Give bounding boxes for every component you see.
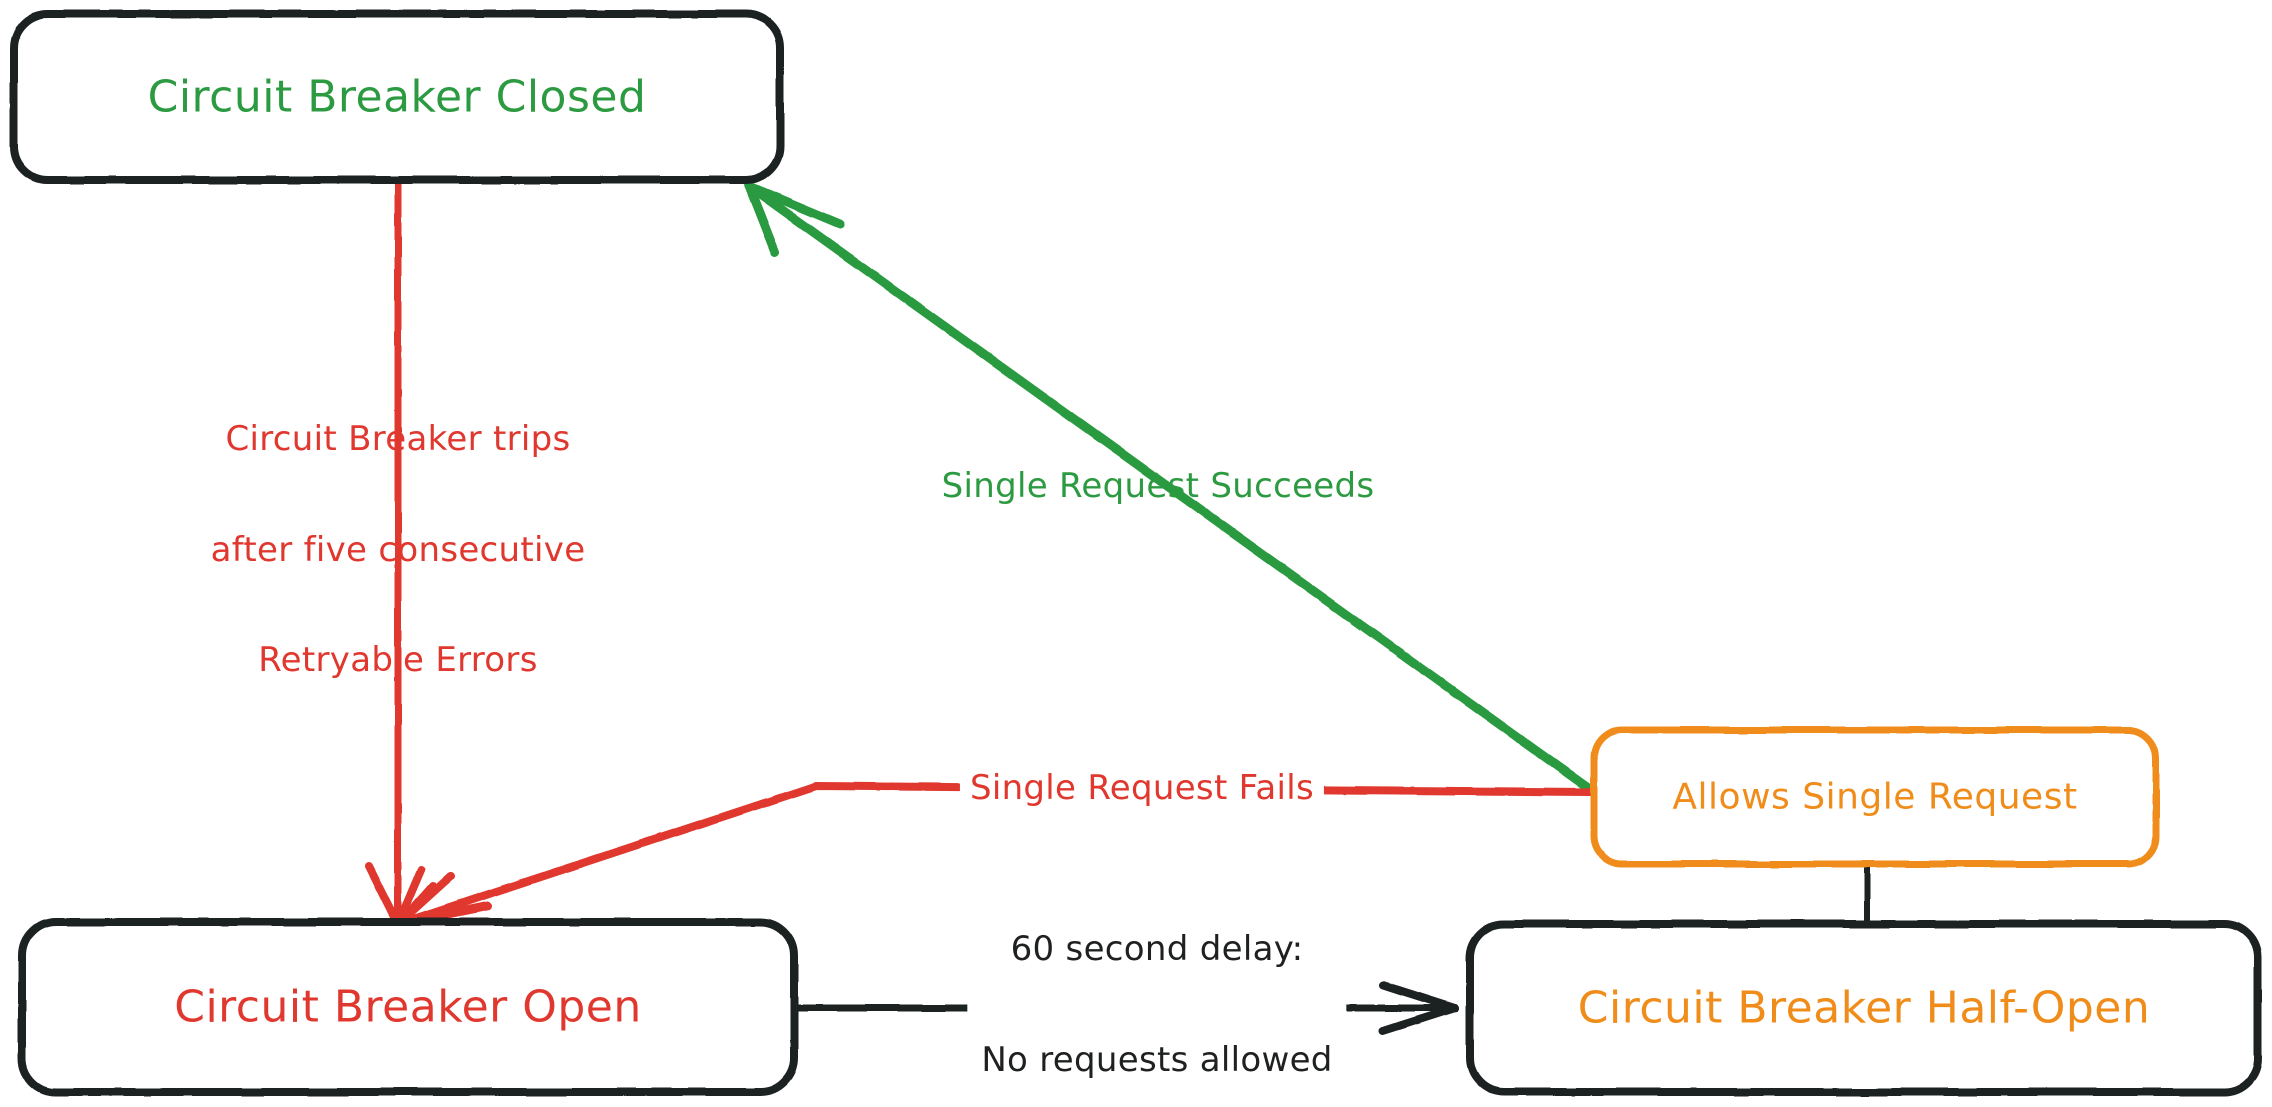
node-box-closed[interactable] [10,10,784,184]
node-box-halfopen[interactable] [1466,920,2262,1096]
edge-closed-to-open [365,178,437,928]
node-box-allows-single-request[interactable] [1590,726,2160,868]
edge-open-to-halfopen [791,981,1459,1035]
edge-allows-to-closed [744,181,1596,795]
edge-allows-to-open [393,782,1595,929]
node-box-open[interactable] [18,918,798,1096]
